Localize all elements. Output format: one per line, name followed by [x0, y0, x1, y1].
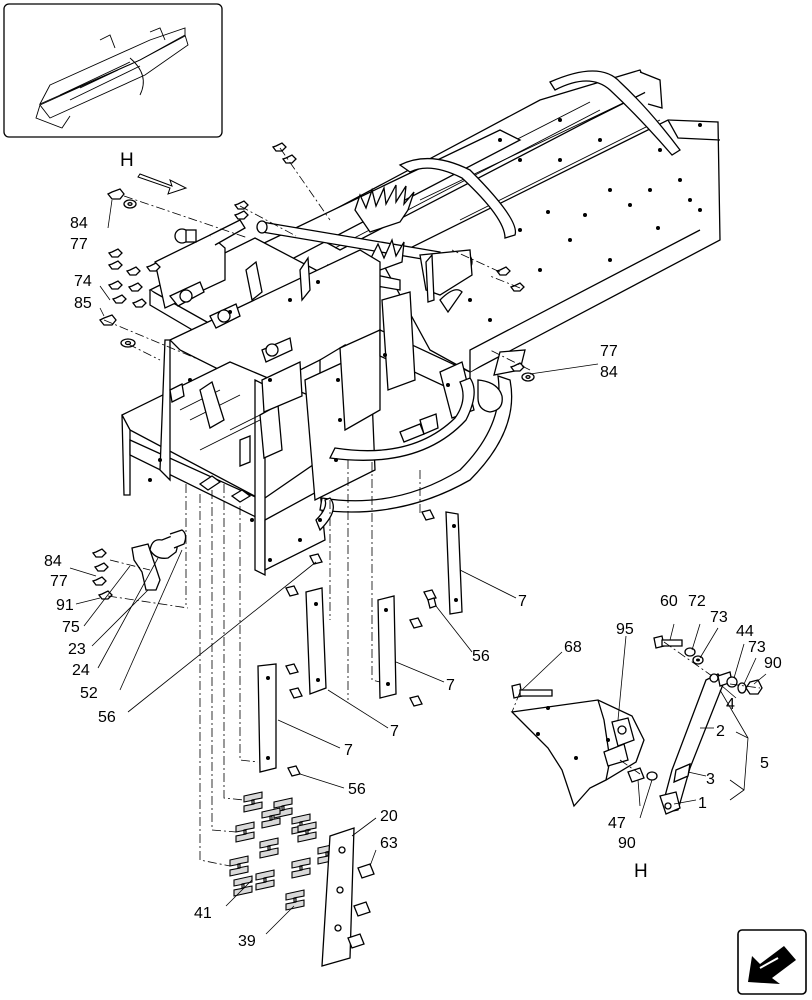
- callout-84-top: 84: [70, 215, 88, 232]
- alignment-lines: [103, 147, 761, 867]
- leader-lines: [69, 199, 767, 935]
- main-frame-assembly: [121, 69, 721, 577]
- callout-77-right: 77: [600, 343, 618, 360]
- callout-7-lower: 7: [344, 742, 353, 759]
- callout-3: 3: [706, 771, 715, 788]
- callout-72: 72: [688, 593, 706, 610]
- callout-7-top: 7: [518, 593, 527, 610]
- wear-plate: [321, 827, 375, 967]
- callout-73-lower: 73: [748, 639, 766, 656]
- frame-holes: [148, 118, 702, 562]
- view-letter-bottom: H: [634, 861, 648, 882]
- callout-7-mid: 7: [446, 677, 455, 694]
- lever-assembly: [510, 635, 763, 815]
- callout-75: 75: [62, 619, 80, 636]
- callout-39: 39: [238, 933, 256, 950]
- callout-90-lower: 90: [618, 835, 636, 852]
- callout-85: 85: [74, 295, 92, 312]
- callout-90-right: 90: [764, 655, 782, 672]
- callout-2: 2: [716, 723, 725, 740]
- callout-63: 63: [380, 835, 398, 852]
- small-bolts: [285, 509, 437, 777]
- callout-56-mid: 56: [472, 648, 490, 665]
- callout-20: 20: [380, 808, 398, 825]
- slat-plates: [257, 511, 463, 773]
- callout-84-right: 84: [600, 364, 618, 381]
- callout-56-left: 56: [98, 709, 116, 726]
- s-clip-parts: [229, 791, 337, 911]
- callout-44: 44: [736, 623, 754, 640]
- callout-95: 95: [616, 621, 634, 638]
- callout-84-left: 84: [44, 553, 62, 570]
- callout-1: 1: [698, 795, 707, 812]
- callout-41: 41: [194, 905, 212, 922]
- navigation-arrow-icon[interactable]: [737, 929, 807, 995]
- callout-4: 4: [726, 696, 735, 713]
- roller-bracket-group: [131, 529, 187, 591]
- view-direction-arrow: H: [120, 150, 188, 195]
- callout-7-center: 7: [390, 723, 399, 740]
- callout-labels: 84 77 74 85 77 84 84 77 91 75 23 24 52 5…: [44, 215, 782, 950]
- callout-60: 60: [660, 593, 678, 610]
- callout-77-top: 77: [70, 236, 88, 253]
- callout-73-upper: 73: [710, 609, 728, 626]
- callout-5: 5: [760, 755, 769, 772]
- callout-68: 68: [564, 639, 582, 656]
- callout-56-lower: 56: [348, 781, 366, 798]
- callout-77-left: 77: [50, 573, 68, 590]
- callout-47: 47: [608, 815, 626, 832]
- callout-74: 74: [74, 273, 92, 290]
- overview-thumbnail[interactable]: [3, 3, 223, 138]
- callout-24: 24: [72, 662, 90, 679]
- callout-52: 52: [80, 685, 98, 702]
- callout-91: 91: [56, 597, 74, 614]
- view-letter-top: H: [120, 150, 134, 171]
- callout-23: 23: [68, 641, 86, 658]
